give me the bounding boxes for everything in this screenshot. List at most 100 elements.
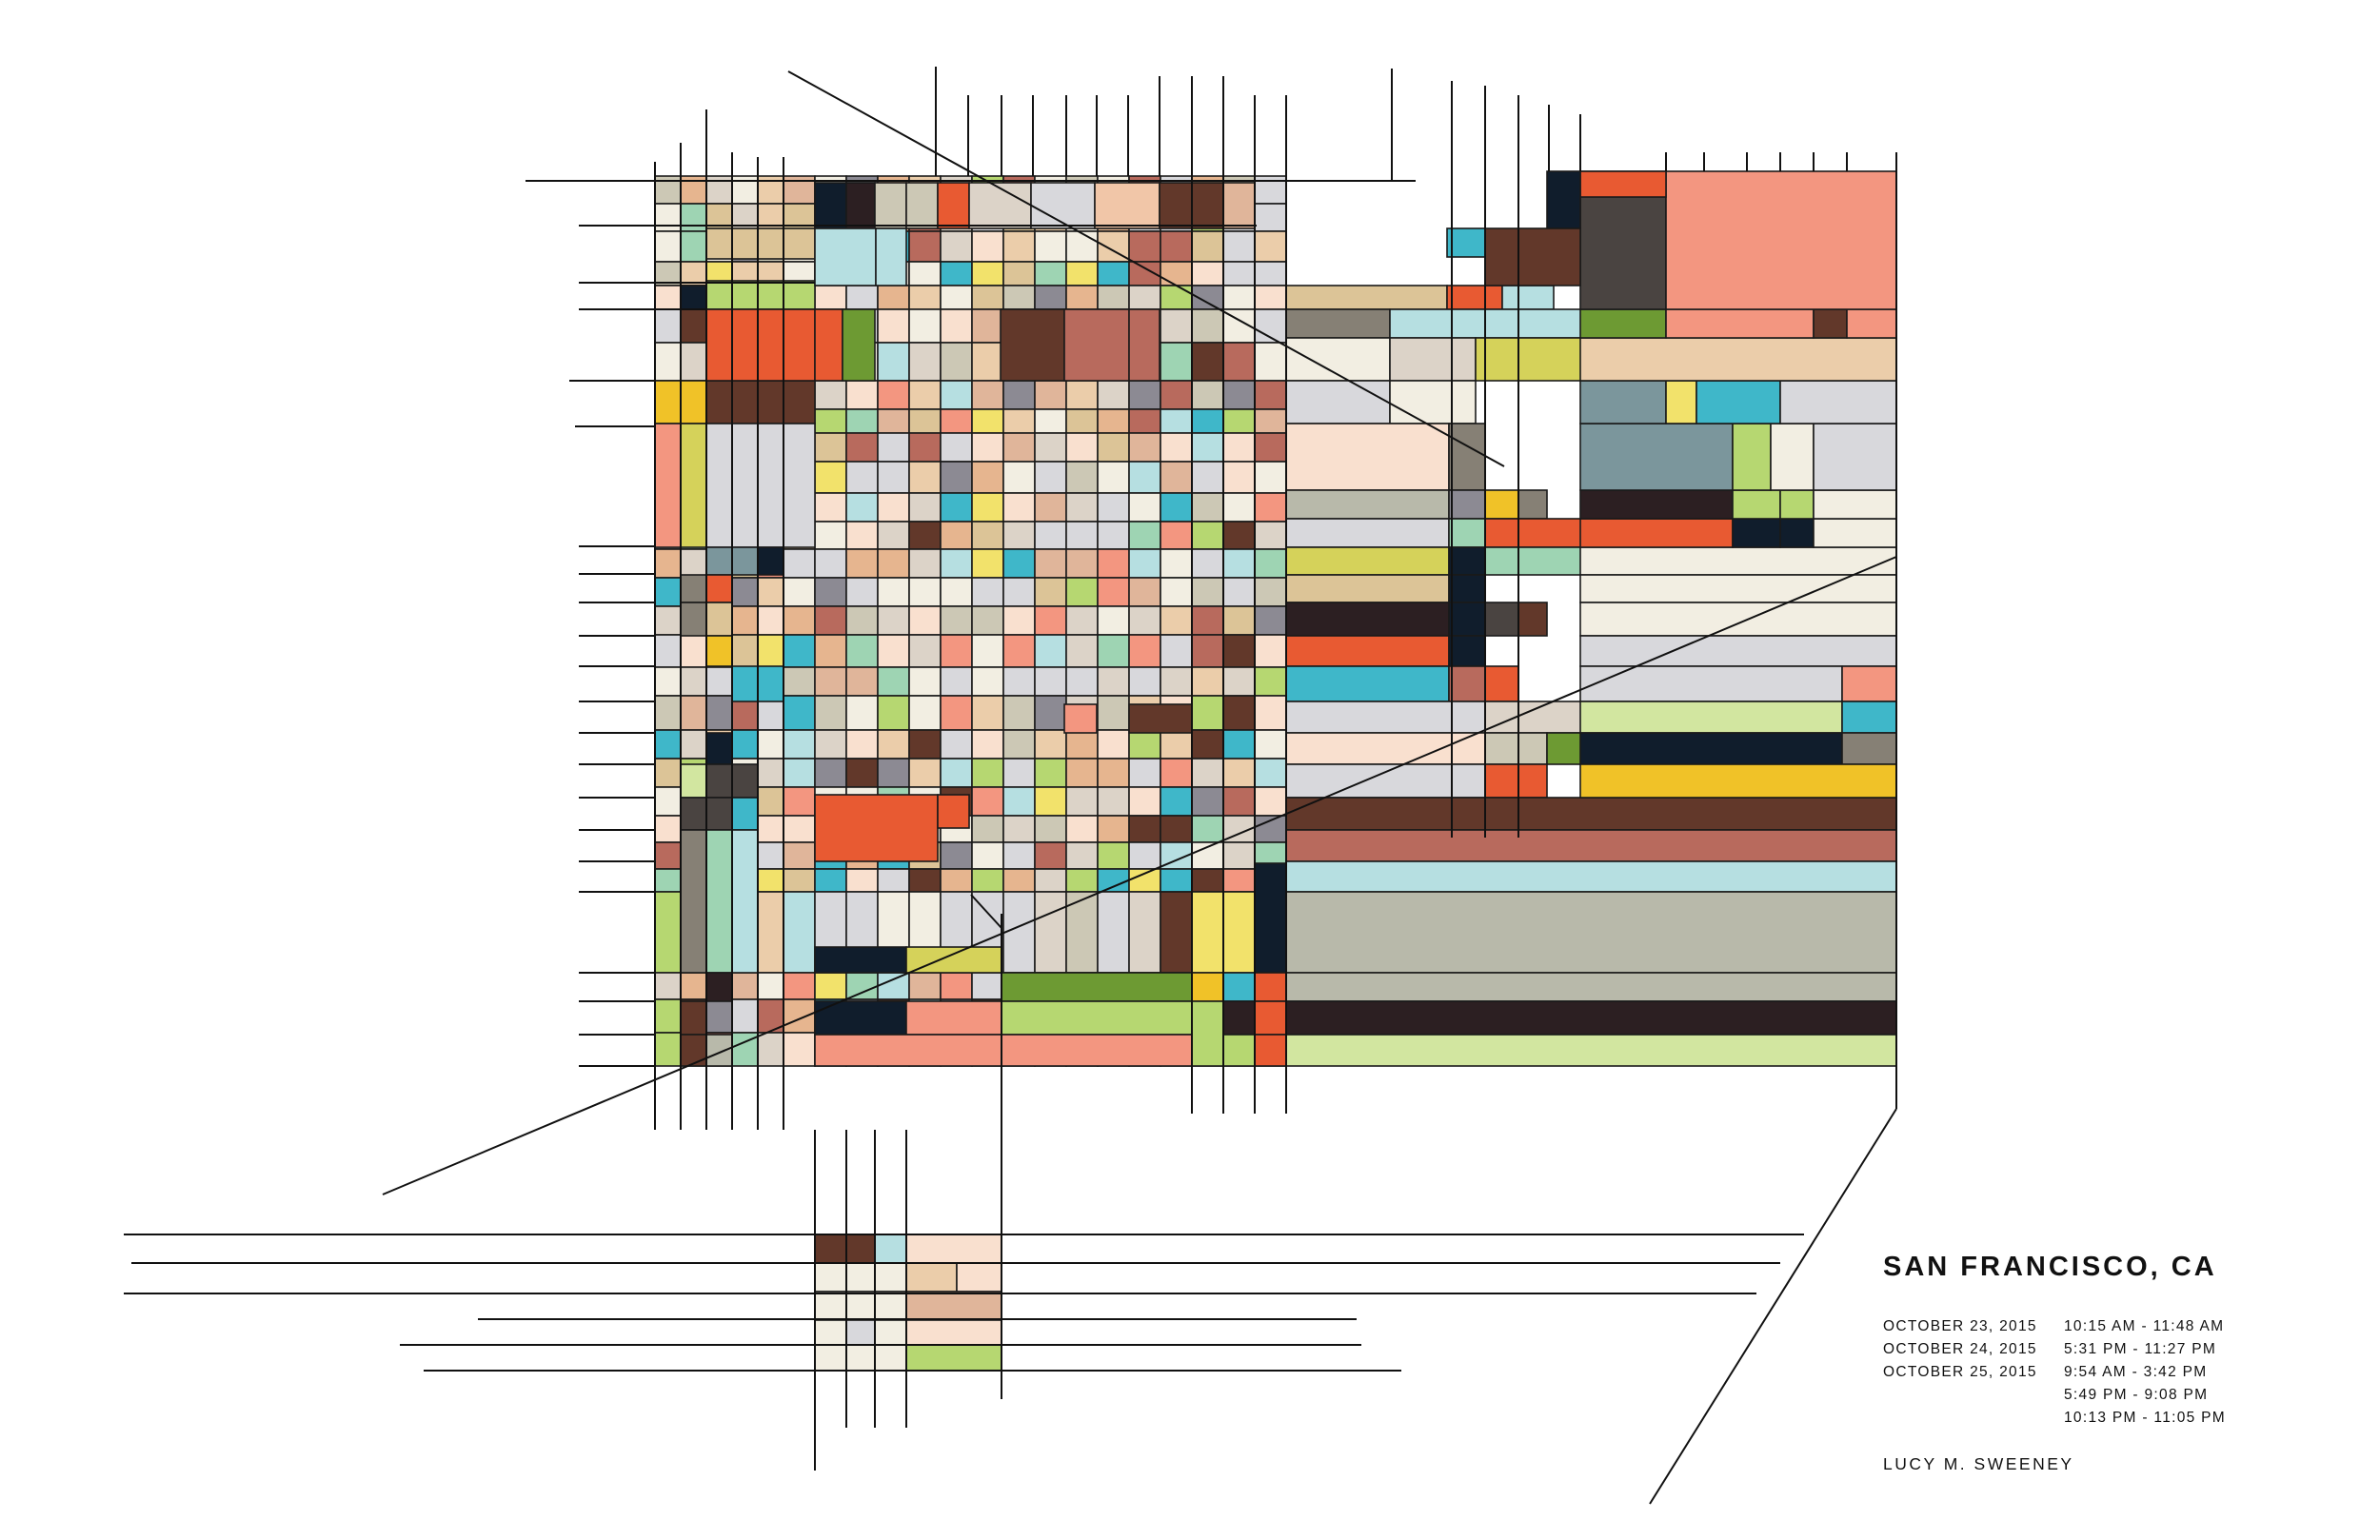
block-cell — [940, 695, 973, 731]
block-cell — [1002, 432, 1036, 463]
block-cell — [654, 786, 682, 817]
block-cell — [1285, 972, 1897, 1002]
block-cell — [845, 1344, 876, 1372]
block-cell — [757, 665, 784, 702]
block-cell — [757, 203, 784, 232]
block-cell — [1254, 203, 1287, 232]
block-cell — [1222, 342, 1256, 382]
block-cell — [1222, 230, 1256, 263]
block-cell — [971, 261, 1004, 286]
block-cell — [940, 285, 973, 310]
block-cell — [1517, 489, 1548, 520]
block-cell — [1484, 546, 1583, 576]
block-cell — [1484, 763, 1548, 799]
block-cell — [1128, 408, 1161, 434]
block-cell — [1063, 308, 1130, 382]
block-cell — [680, 602, 707, 637]
block-cell — [1128, 729, 1161, 760]
block-cell — [1097, 492, 1130, 523]
block-cell — [731, 605, 759, 636]
block-cell — [877, 408, 910, 434]
block-cell — [877, 605, 910, 636]
block-cell — [877, 548, 910, 579]
block-cell — [1128, 841, 1161, 870]
block-cell — [845, 758, 879, 788]
block-cell — [814, 794, 939, 862]
block-cell — [1034, 461, 1067, 494]
block-cell — [680, 729, 707, 760]
block-cell — [1000, 308, 1065, 382]
block-cell — [814, 729, 847, 760]
block-cell — [1191, 461, 1224, 494]
block-cell — [1034, 261, 1067, 286]
block-cell — [654, 729, 682, 760]
block-cell — [814, 758, 847, 788]
block-cell — [1128, 786, 1161, 817]
block-cell — [783, 729, 816, 760]
block-cell — [1779, 489, 1815, 520]
block-cell — [971, 695, 1004, 731]
block-cell — [814, 461, 847, 494]
caption: SAN FRANCISCO, CA OCTOBER 23, 2015 10:15… — [1883, 1252, 2226, 1474]
block-cell — [1254, 634, 1287, 668]
block-cell — [731, 665, 759, 702]
block-cell — [1030, 182, 1096, 229]
block-cell — [1097, 841, 1130, 870]
street-line — [787, 70, 1505, 467]
block-cell — [940, 605, 973, 636]
block-cell — [654, 380, 682, 424]
block-cell — [1160, 432, 1193, 463]
block-cell — [680, 342, 707, 382]
block-cell — [1097, 666, 1130, 697]
block-cell — [1254, 261, 1287, 286]
block-cell — [1191, 605, 1224, 636]
session-date: OCTOBER 23, 2015 — [1883, 1318, 2037, 1334]
block-cell — [971, 285, 1004, 310]
block-cell — [1065, 868, 1099, 893]
block-cell — [705, 635, 733, 667]
block-cell — [680, 203, 707, 232]
block-cell — [1065, 521, 1099, 550]
block-cell — [814, 521, 847, 550]
block-cell — [1501, 285, 1555, 310]
block-cell — [1285, 308, 1391, 339]
block-cell — [1475, 337, 1583, 382]
block-cell — [1128, 548, 1161, 579]
block-cell — [1065, 605, 1099, 636]
block-cell — [845, 1262, 876, 1293]
block-cell — [783, 815, 816, 843]
block-cell — [1097, 729, 1130, 760]
block-cell — [1254, 1000, 1287, 1036]
block-cell — [940, 548, 973, 579]
block-cell — [908, 605, 942, 636]
block-cell — [1285, 518, 1450, 548]
block-cell — [1065, 729, 1099, 760]
block-cell — [1389, 380, 1477, 424]
block-cell — [1191, 1000, 1224, 1067]
block-cell — [654, 998, 682, 1034]
block-cell — [814, 492, 847, 523]
block-cell — [1128, 758, 1161, 788]
block-cell — [1160, 815, 1193, 843]
block-cell — [1222, 868, 1256, 893]
block-cell — [654, 308, 682, 344]
block-cell — [783, 695, 816, 731]
block-cell — [1160, 285, 1193, 310]
block-cell — [1846, 308, 1897, 339]
block-cell — [940, 408, 973, 434]
session-time: 5:49 PM - 9:08 PM — [2064, 1387, 2209, 1403]
block-cell — [1285, 763, 1486, 799]
block-cell — [1285, 732, 1486, 765]
block-cell — [1779, 380, 1897, 424]
block-cell — [971, 758, 1004, 788]
block-cell — [731, 577, 759, 607]
block-cell — [908, 634, 942, 668]
block-cell — [783, 577, 816, 607]
block-cell — [1285, 797, 1897, 831]
block-cell — [814, 577, 847, 607]
block-cell — [731, 829, 759, 974]
block-cell — [905, 1344, 1002, 1372]
block-cell — [1191, 521, 1224, 550]
block-cell — [757, 972, 784, 1000]
block-cell — [845, 1291, 876, 1321]
